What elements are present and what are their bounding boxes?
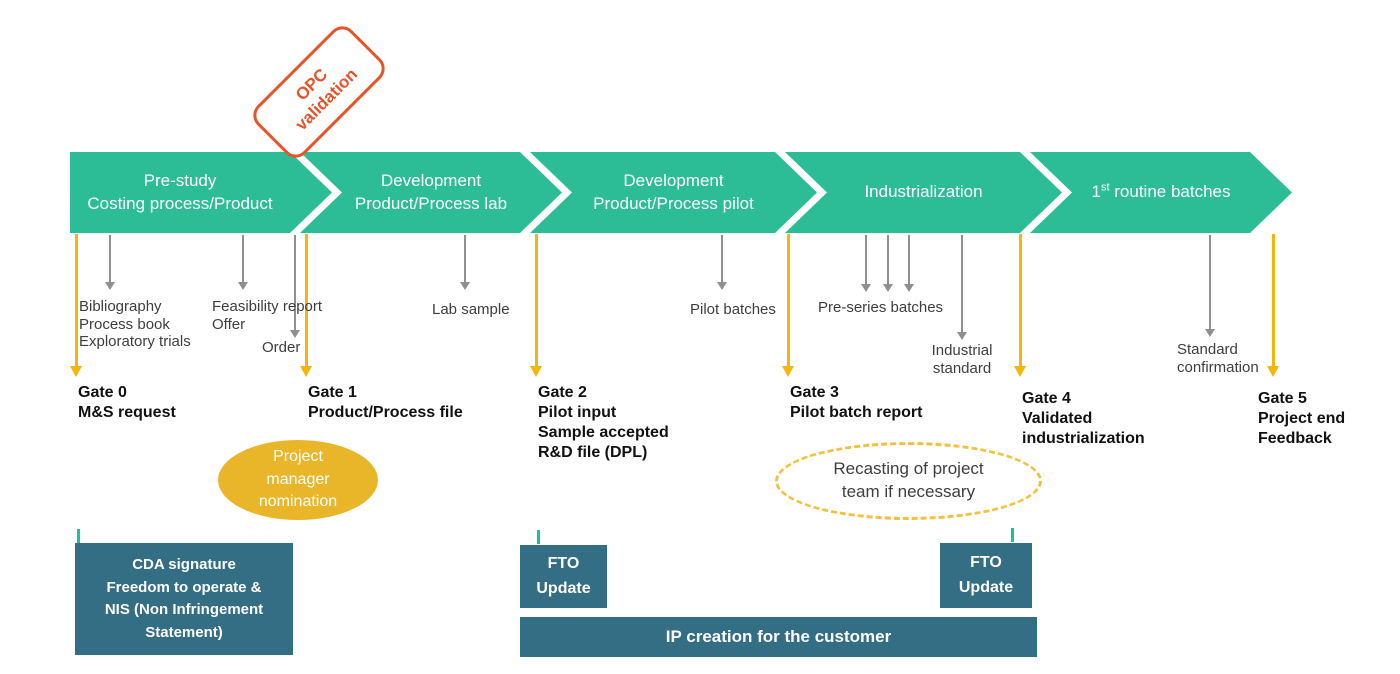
preseries-arrow-icon (883, 235, 893, 292)
phase-chevron-first-routine-batches: 1st routine batches (1030, 152, 1292, 233)
ellipse-line: team if necessary (841, 482, 976, 501)
phase-label-line: Development (380, 171, 482, 191)
deliverable-standard-confirmation: Standard confirmation (1177, 341, 1259, 376)
label-line: Process book (79, 315, 170, 333)
phase-label-line: Pre-study (143, 171, 217, 191)
gate-5: Gate 5 Project end Feedback (1258, 389, 1345, 449)
phase-label-line: Development (623, 171, 724, 191)
gate-line: Feedback (1258, 430, 1332, 447)
deliverable-preseries: Pre-series batches (818, 299, 944, 316)
label-line: Feasibility report (212, 298, 323, 315)
phase-label-line: Product/Process lab (354, 193, 508, 213)
gate-title: Gate 2 (538, 384, 587, 401)
gate4-arrow-icon (1014, 234, 1026, 377)
feasibility-arrow-icon (238, 235, 248, 290)
gate0-arrow-icon (70, 234, 82, 377)
deliverable-order: Order (262, 339, 301, 356)
box-line: NIS (Non Infringement (104, 601, 264, 618)
label-line: Bibliography (79, 298, 162, 315)
gate1-arrow-icon (300, 234, 312, 377)
label-line: standard (932, 359, 992, 377)
box-line: CDA signature (132, 556, 236, 573)
gate-line: Pilot input (538, 404, 617, 421)
label-line: Standard (1177, 341, 1238, 358)
deliverable-lab-sample: Lab sample (432, 301, 510, 318)
gate-title: Gate 4 (1022, 390, 1071, 407)
gate-line: Pilot batch report (790, 404, 923, 421)
bibliography-arrow-icon (105, 235, 115, 290)
gate-line: Validated (1022, 410, 1093, 427)
ellipse-line: nomination (258, 493, 338, 511)
gate-line: Product/Process file (308, 404, 463, 421)
box-line: Update (958, 578, 1014, 596)
gate2-arrow-icon (530, 234, 542, 377)
box-line: FTO (970, 553, 1002, 571)
gate-0: Gate 0 M&S request (78, 383, 176, 423)
pilot-batches-arrow-icon (717, 235, 727, 290)
ip-creation-bar: IP creation for the customer (520, 617, 1037, 657)
deliverable-industrial-standard: Industrial standard (920, 342, 1004, 377)
box-line: Update (536, 579, 591, 597)
phase-label-line: Costing process/Product (87, 193, 273, 213)
gate-title: Gate 3 (790, 384, 839, 401)
recasting-team-ellipse: Recasting of project team if necessary (775, 442, 1042, 520)
phase-chevron-development-lab: Development Product/Process lab (300, 152, 562, 233)
label-line: confirmation (1177, 358, 1259, 376)
box-line: FTO (547, 554, 580, 572)
gate-4: Gate 4 Validated industrialization (1022, 389, 1145, 449)
standard-confirmation-arrow-icon (1205, 235, 1215, 337)
gate-title: Gate 1 (308, 384, 357, 401)
gate5-arrow-icon (1267, 234, 1279, 377)
phase-chevron-industrialization: Industrialization (785, 152, 1062, 233)
cda-signature-box: CDA signature Freedom to operate & NIS (… (75, 543, 293, 655)
preseries-arrow-icon (861, 235, 871, 292)
project-manager-nomination-ellipse: Project manager nomination (218, 440, 378, 520)
tick-mark (537, 530, 540, 544)
fto-update-box-2: FTO Update (940, 543, 1032, 608)
phase-label-line: Product/Process pilot (593, 193, 754, 213)
deliverable-pilot-batches: Pilot batches (690, 301, 776, 318)
box-line: Statement) (145, 623, 223, 641)
industrial-standard-arrow-icon (957, 235, 967, 340)
deliverable-prestudy: Bibliography Process book Exploratory tr… (79, 298, 191, 351)
deliverable-feasibility: Feasibility report Offer (212, 298, 322, 333)
ellipse-line: Recasting of project (833, 459, 984, 479)
gate3-arrow-icon (782, 234, 794, 377)
phase-label-line: Industrialization (864, 182, 983, 202)
label-line: Offer (212, 315, 246, 333)
box-line: Freedom to operate & (106, 578, 262, 596)
label-line: Exploratory trials (79, 333, 191, 351)
gate-line: Project end (1258, 410, 1346, 427)
gate-line: Sample accepted (538, 424, 669, 441)
gate-title: Gate 5 (1258, 390, 1307, 407)
gate-line: R&D file (DPL) (538, 444, 648, 461)
phase-chevron-pre-study: Pre-study Costing process/Product (70, 152, 332, 233)
ellipse-line: Project (273, 448, 323, 466)
ellipse-line: manager (266, 470, 330, 488)
tick-mark (1011, 528, 1014, 542)
tick-mark (77, 529, 80, 543)
label-line: Industrial (931, 342, 993, 359)
gate-3: Gate 3 Pilot batch report (790, 383, 922, 423)
lab-sample-arrow-icon (460, 235, 470, 290)
gate-1: Gate 1 Product/Process file (308, 383, 463, 423)
order-arrow-icon (290, 235, 300, 338)
gate-line: industrialization (1022, 430, 1145, 447)
gate-line: M&S request (78, 404, 176, 421)
fto-update-box-1: FTO Update (520, 545, 607, 608)
opc-validation-stamp: OPC validation (247, 20, 391, 164)
preseries-arrow-icon (904, 235, 914, 292)
phase-chevron-development-pilot: Development Product/Process pilot (530, 152, 817, 233)
gate-title: Gate 0 (78, 384, 127, 401)
phase-label-line: 1st routine batches (1091, 181, 1231, 202)
gate-2: Gate 2 Pilot input Sample accepted R&D f… (538, 383, 669, 463)
